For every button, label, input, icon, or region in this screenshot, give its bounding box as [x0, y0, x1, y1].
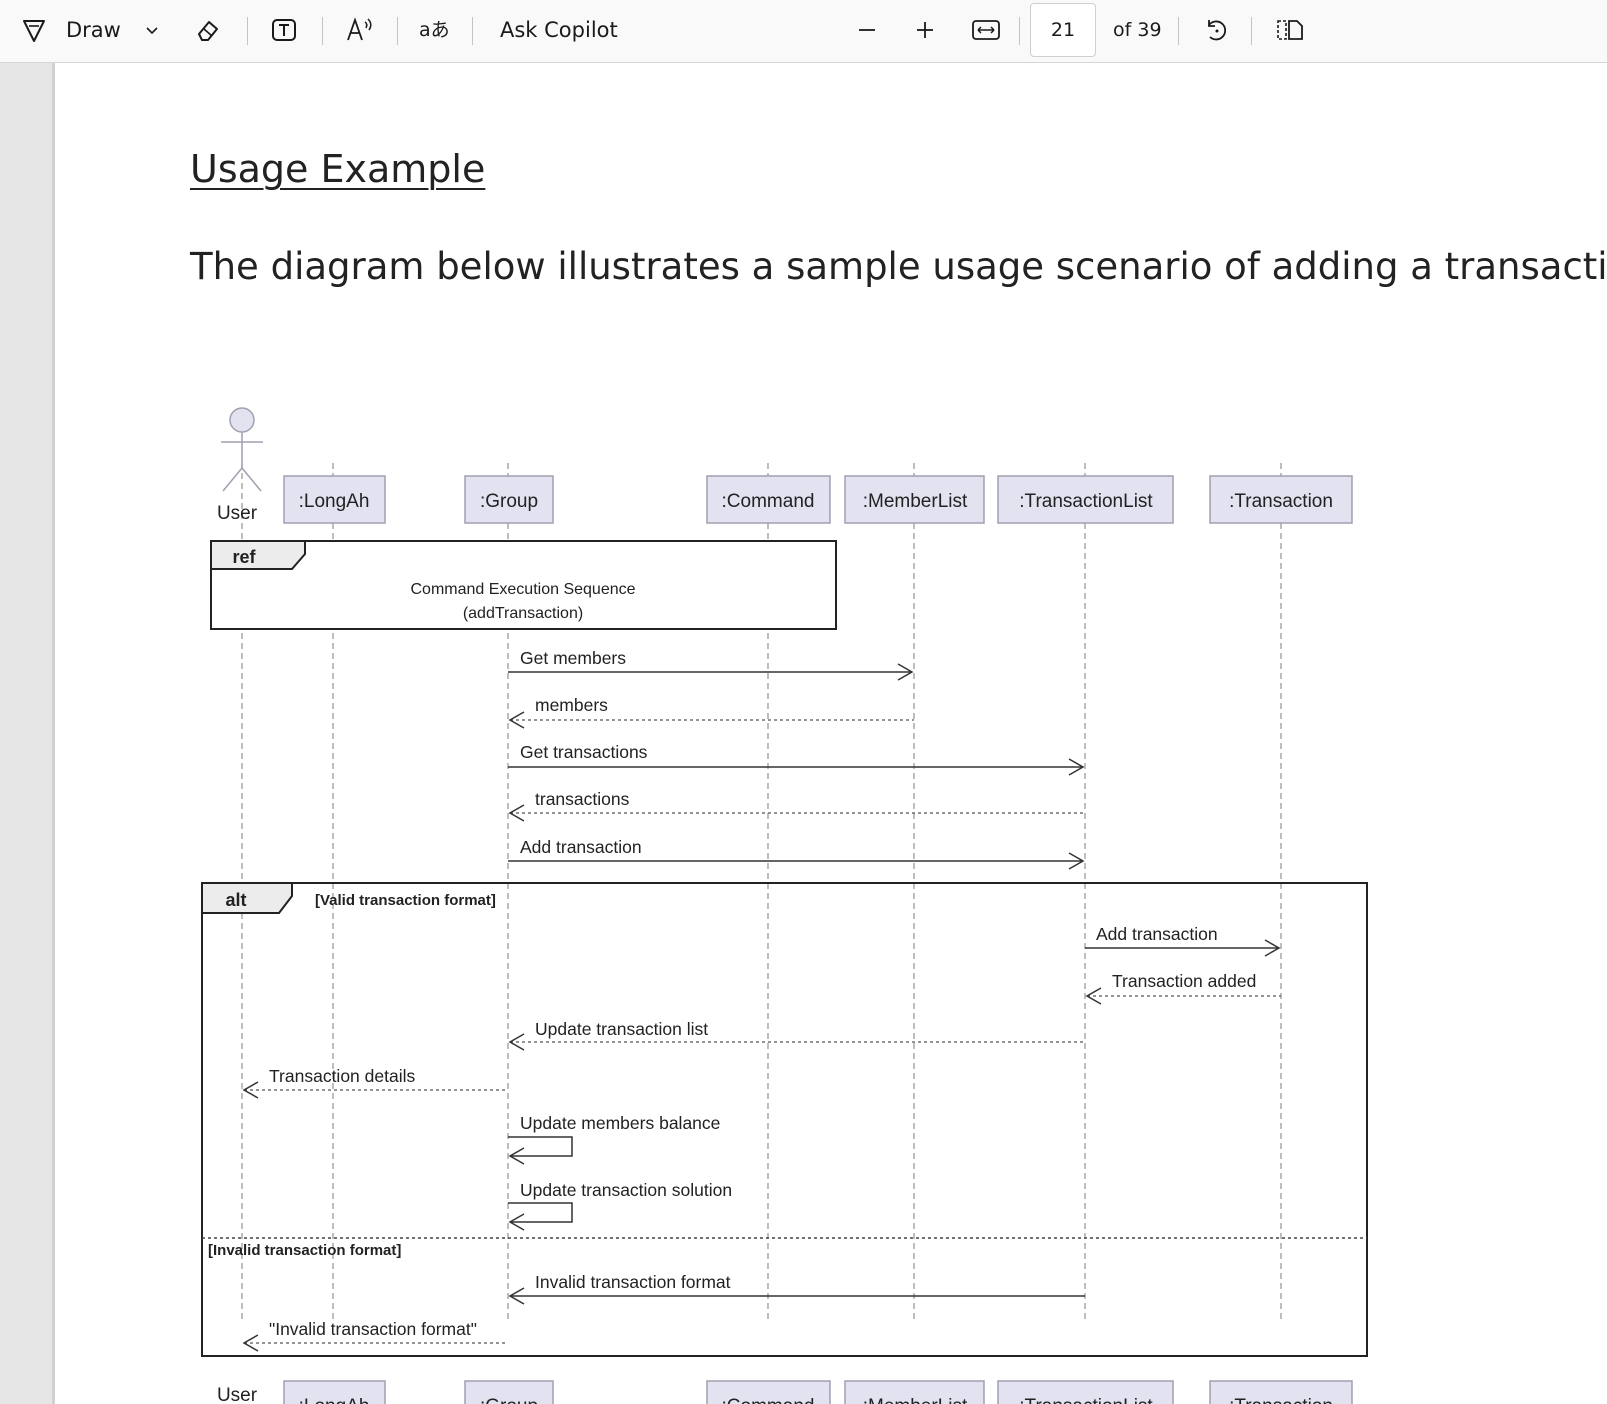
ref-title: Command Execution Sequence: [410, 581, 635, 598]
msg-update-transaction-solution: Update transaction solution: [520, 1180, 732, 1200]
msg-members: members: [535, 695, 608, 715]
page-view-icon[interactable]: [1272, 0, 1308, 60]
svg-text:aあ: aあ: [419, 19, 450, 41]
draw-button[interactable]: Draw: [66, 18, 121, 42]
participant-transaction-bottom: :Transaction: [1229, 1396, 1333, 1404]
participant-memberlist: :MemberList: [863, 491, 968, 512]
msg-update-members-balance: Update members balance: [520, 1113, 720, 1133]
section-heading: Usage Example: [190, 147, 486, 191]
user-actor-icon: [221, 407, 263, 492]
ref-tag: ref: [232, 547, 256, 567]
alt-guard-valid: [Valid transaction format]: [315, 892, 496, 909]
msg-transactions: transactions: [535, 789, 630, 809]
participant-longah-bottom: :LongAh: [299, 1396, 370, 1404]
participant-command-bottom: :Command: [722, 1396, 815, 1404]
sequence-diagram: User :LongAh :Group :Command :MemberList…: [201, 407, 1368, 1404]
eraser-icon[interactable]: [190, 0, 226, 60]
msg-transaction-added: Transaction added: [1112, 971, 1256, 991]
ref-subtitle: (addTransaction): [463, 605, 583, 622]
msg-invalid-transaction-format: Invalid transaction format: [535, 1272, 731, 1292]
viewer-left-margin: [0, 63, 52, 1404]
participant-transaction: :Transaction: [1229, 491, 1333, 512]
ref-frame: [210, 540, 837, 630]
fit-width-icon[interactable]: [968, 0, 1004, 60]
msg-get-transactions: Get transactions: [520, 742, 648, 762]
rotate-icon[interactable]: [1198, 0, 1234, 60]
msg-transaction-details: Transaction details: [269, 1066, 415, 1086]
document-page: Usage Example The diagram below illustra…: [55, 63, 1607, 1404]
participant-command: :Command: [722, 491, 815, 512]
alt-frame: [201, 882, 1368, 1357]
msg-invalid-quoted: "Invalid transaction format": [269, 1319, 477, 1339]
participant-group: :Group: [480, 491, 538, 512]
participant-transactionlist-bottom: :TransactionList: [1019, 1396, 1153, 1404]
ask-copilot-button[interactable]: Ask Copilot: [500, 18, 618, 42]
msg-add-transaction: Add transaction: [520, 837, 642, 857]
read-aloud-icon[interactable]: [340, 0, 380, 60]
actor-user-label-bottom: User: [217, 1385, 258, 1404]
body-paragraph: The diagram below illustrates a sample u…: [190, 245, 1607, 288]
alt-tag: alt: [225, 890, 246, 910]
participant-memberlist-bottom: :MemberList: [863, 1396, 968, 1404]
page-total-label: of 39: [1113, 19, 1162, 41]
participant-group-bottom: :Group: [480, 1396, 538, 1404]
participant-transactionlist: :TransactionList: [1019, 491, 1153, 512]
actor-user-label: User: [217, 503, 258, 524]
chevron-down-icon[interactable]: [138, 0, 166, 60]
toolbar: Draw aあ Ask Copilot 21 of 39: [0, 0, 1607, 63]
text-box-icon[interactable]: [266, 0, 302, 60]
translate-icon[interactable]: aあ: [414, 0, 456, 60]
draw-pen-icon[interactable]: [16, 0, 52, 60]
msg-add-transaction-2: Add transaction: [1096, 924, 1218, 944]
participant-longah: :LongAh: [299, 491, 370, 512]
msg-update-transaction-list: Update transaction list: [535, 1019, 708, 1039]
msg-get-members: Get members: [520, 648, 626, 668]
zoom-in-icon[interactable]: [910, 0, 940, 60]
page-number-input[interactable]: 21: [1030, 3, 1096, 57]
zoom-out-icon[interactable]: [852, 0, 882, 60]
alt-guard-invalid: [Invalid transaction format]: [208, 1242, 401, 1259]
